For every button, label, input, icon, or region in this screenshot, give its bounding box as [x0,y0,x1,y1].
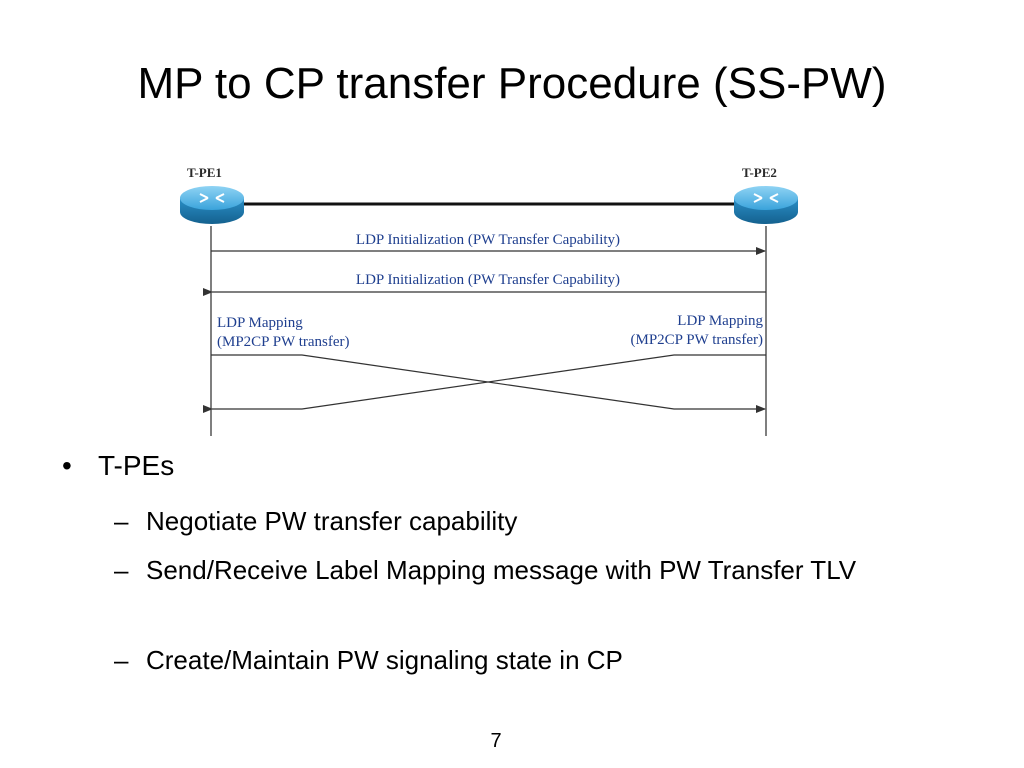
bullet-heading: T-PEs [98,450,175,481]
dash-glyph: – [114,555,129,585]
sub-bullet-item: – Negotiate PW transfer capability [114,502,934,540]
sequence-diagram-svg: T-PE1 T-PE2 LDP Initialization (PW Trans… [180,165,798,436]
right-mapping-sublabel: (MP2CP PW transfer) [631,332,764,348]
ldp-sequence-diagram: T-PE1 T-PE2 LDP Initialization (PW Trans… [176,156,804,442]
router-icon [734,186,798,224]
message-label: LDP Initialization (PW Transfer Capabili… [356,232,620,248]
mapping-arrow-right-to-left [203,354,766,413]
sub-bullet-item: – Create/Maintain PW signaling state in … [114,641,934,679]
page-number: 7 [490,730,502,752]
sub-bullet-text: Create/Maintain PW signaling state in CP [146,645,623,675]
sub-bullet-text: Negotiate PW transfer capability [146,506,518,536]
left-mapping-label: LDP Mapping [217,315,303,331]
t-pe1-label: T-PE1 [187,165,222,180]
bullet-glyph: • [62,450,72,481]
sub-bullet-item: – Send/Receive Label Mapping message wit… [114,551,934,589]
dash-glyph: – [114,506,129,536]
router-icon [180,186,244,224]
dash-glyph: – [114,645,129,675]
slide-title: MP to CP transfer Procedure (SS-PW) [137,59,887,108]
message-label: LDP Initialization (PW Transfer Capabili… [356,272,620,288]
right-mapping-label: LDP Mapping [677,313,763,329]
t-pe2-label: T-PE2 [742,165,777,180]
left-mapping-sublabel: (MP2CP PW transfer) [217,334,350,350]
sub-bullet-text: Send/Receive Label Mapping message with … [146,555,857,585]
